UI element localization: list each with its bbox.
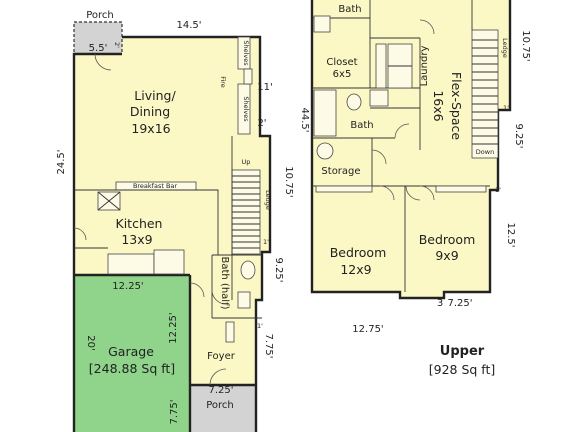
bedroom1-closet — [315, 185, 373, 193]
upper-ledge-label: Ledge — [501, 38, 509, 58]
dim-top-width: 14.5' — [176, 20, 201, 31]
door-arc-porch — [94, 53, 112, 71]
foyer-label: Foyer — [207, 351, 236, 362]
living-dining-size: 19x16 — [131, 121, 170, 136]
bathtub-upper — [313, 89, 337, 137]
dim-upper-left: 44.5' — [299, 107, 310, 132]
bedroom2-size: 9x9 — [435, 248, 458, 263]
door-arc-kitchen — [73, 227, 87, 241]
sink-line — [97, 191, 121, 211]
bath-top-sink — [313, 15, 331, 33]
kitchen-counter-bottom — [153, 249, 185, 275]
laundry-label: Laundry — [419, 46, 430, 87]
lower-floor: Porch 5.5' 2' Living/ Dining 19x16 Kitch… — [56, 10, 294, 432]
stairs-ledge-label: Ledge — [264, 190, 272, 210]
dim-upper-125: 12.5' — [505, 222, 516, 247]
kitchen-label: Kitchen — [116, 216, 163, 231]
lower-outer-wall — [122, 35, 272, 432]
door-arc-bedroom2-a — [405, 185, 421, 201]
fireplace — [243, 68, 253, 85]
kitchen-counter-top — [74, 189, 219, 255]
bath-half-label: Bath (half) — [219, 257, 230, 310]
dim-foyer-775: 7.75' — [263, 333, 274, 358]
living-dining-label-2: Dining — [130, 104, 170, 119]
bath-mid-label: Bath — [350, 120, 373, 131]
dim-garage-width: 12.25' — [112, 281, 143, 292]
shelves-mid-label: Shelves — [242, 96, 250, 122]
water-heater — [316, 142, 334, 160]
dim-porch-725: 7.25' — [208, 385, 233, 396]
door-arc-front — [209, 368, 227, 386]
dim-upper-1-mid: 1' — [495, 186, 501, 194]
garage-area: [248.88 Sq ft] — [89, 361, 175, 376]
bath-mid-sink — [369, 89, 389, 107]
bedroom2-label: Bedroom — [419, 232, 476, 247]
flex-space-size: 16x6 — [431, 90, 446, 121]
dim-upper-1275: 12.75' — [352, 324, 383, 335]
laundry-shelf — [375, 43, 387, 89]
porch-bottom-label: Porch — [206, 400, 234, 411]
dim-stair-1075: 10.75' — [283, 166, 294, 197]
dim-stair-1: 1' — [263, 238, 269, 246]
bedroom1-label: Bedroom — [330, 245, 387, 260]
porch-top-label: Porch — [86, 10, 114, 21]
living-dining-label-1: Living/ — [134, 88, 176, 103]
shelves-top-label: Shelves — [242, 40, 250, 66]
door-arc-bedroom2-b — [419, 185, 435, 201]
garage-label: Garage — [108, 344, 154, 359]
upper-title: Upper — [440, 344, 485, 359]
bedroom1-size: 12x9 — [340, 262, 371, 277]
bath-top-label: Bath — [338, 4, 361, 15]
dim-right-11: 11' — [257, 82, 272, 93]
dim-upper-1075: 10.75' — [520, 30, 531, 61]
dim-left-height: 24.5' — [56, 149, 67, 174]
lower-left-wall — [72, 52, 122, 432]
lower-stairs — [231, 169, 261, 255]
upper-stairs — [471, 29, 499, 159]
dim-garage-left: 20' — [85, 335, 96, 350]
porch-top — [74, 22, 122, 54]
toilet-upper — [346, 93, 362, 111]
fire-label: Fire — [219, 76, 227, 88]
porch-top-dim: 2' — [113, 42, 121, 48]
dim-upper-725-a: 3 — [437, 298, 443, 309]
kitchen-size: 13x9 — [121, 232, 152, 247]
bath-sink-lower — [237, 291, 251, 309]
door-arc-bedroom1 — [379, 185, 395, 201]
breakfast-bar-label: Breakfast Bar — [133, 182, 177, 190]
door-arc-bath-top — [419, 19, 435, 35]
door-arc-garage — [189, 282, 205, 298]
porch-top-size: 5.5' — [89, 43, 108, 54]
dim-foyer-1: 1' — [257, 322, 263, 330]
garage-room — [74, 275, 190, 432]
storage-label: Storage — [321, 166, 360, 177]
porch-bottom — [190, 385, 256, 432]
dim-right-925: 9.25' — [273, 257, 284, 282]
stairs-up-label: Up — [242, 158, 251, 166]
closet-size: 6x5 — [333, 69, 352, 80]
flex-space-label: Flex-Space — [449, 72, 464, 140]
door-arc-bath — [211, 289, 227, 305]
upper-outer-wall — [310, 0, 512, 300]
upper-area: [928 Sq ft] — [429, 362, 496, 377]
upper-floor: Bath Closet 6x5 Laundry Flex-Space 16x6 … — [299, 0, 531, 377]
dim-porch-775: 7.75' — [169, 399, 180, 424]
closet-label: Closet — [326, 57, 357, 68]
foyer-closet — [225, 321, 235, 343]
dim-right-2: 2' — [257, 118, 266, 129]
toilet-lower — [240, 260, 256, 280]
upper-down-label: Down — [476, 148, 494, 156]
door-arc-storage — [371, 149, 387, 165]
living-dining-room — [74, 37, 270, 385]
kitchen-stove — [107, 253, 155, 275]
dim-upper-725: 7.25' — [447, 298, 472, 309]
dim-garage-inner: 12.25' — [168, 312, 179, 343]
bedroom2-closet — [435, 185, 487, 193]
upper-floor-fill — [312, 0, 510, 298]
door-arc-bath-mid — [394, 123, 410, 139]
dim-upper-1-top: 1' — [503, 104, 509, 112]
dim-upper-925: 9.25' — [513, 123, 524, 148]
